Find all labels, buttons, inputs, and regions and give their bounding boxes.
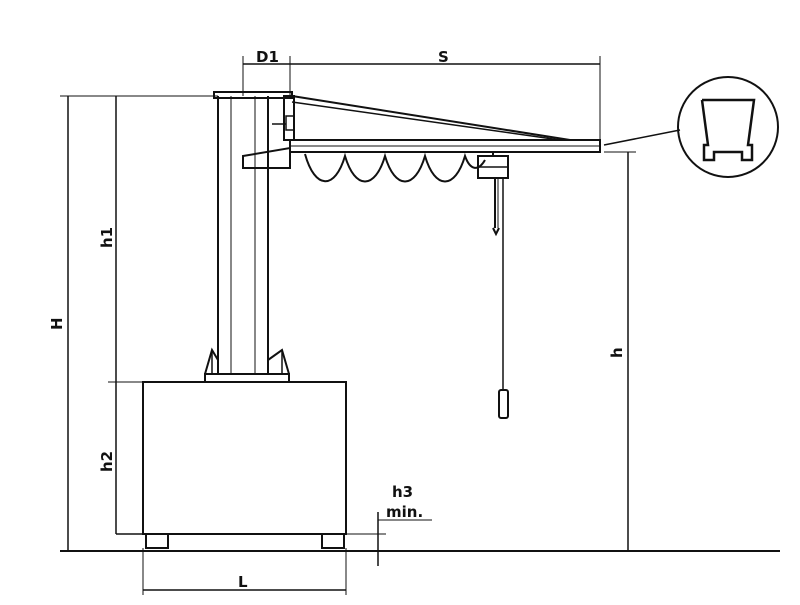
label-H: H: [48, 317, 66, 330]
pendant-control: [498, 389, 509, 419]
label-L: L: [238, 573, 248, 591]
dimension-S: S: [290, 48, 601, 140]
jib-arm: [272, 95, 601, 153]
dimension-D1: D1: [242, 48, 291, 96]
concrete-base: [116, 373, 347, 549]
label-h1: h1: [98, 227, 116, 248]
dimension-h1: h1: [98, 96, 143, 383]
crane-column: [204, 91, 293, 375]
dimension-h2: h2: [98, 382, 117, 534]
dimension-L: L: [142, 548, 347, 595]
label-D1: D1: [256, 48, 279, 66]
dimension-h3: h3 min.: [346, 483, 432, 566]
label-min: min.: [386, 503, 423, 521]
rail-profile-detail: [603, 76, 779, 178]
dimension-h: h: [604, 151, 636, 551]
label-h3: h3: [392, 483, 413, 501]
label-h: h: [608, 347, 626, 358]
label-S: S: [438, 48, 449, 66]
dimension-H: H: [48, 95, 218, 551]
label-h2: h2: [98, 451, 116, 472]
base-foot-left: [145, 533, 169, 549]
electric-hoist: [477, 152, 509, 419]
festoon-cable: [304, 152, 486, 183]
base-foot-right: [321, 533, 345, 549]
